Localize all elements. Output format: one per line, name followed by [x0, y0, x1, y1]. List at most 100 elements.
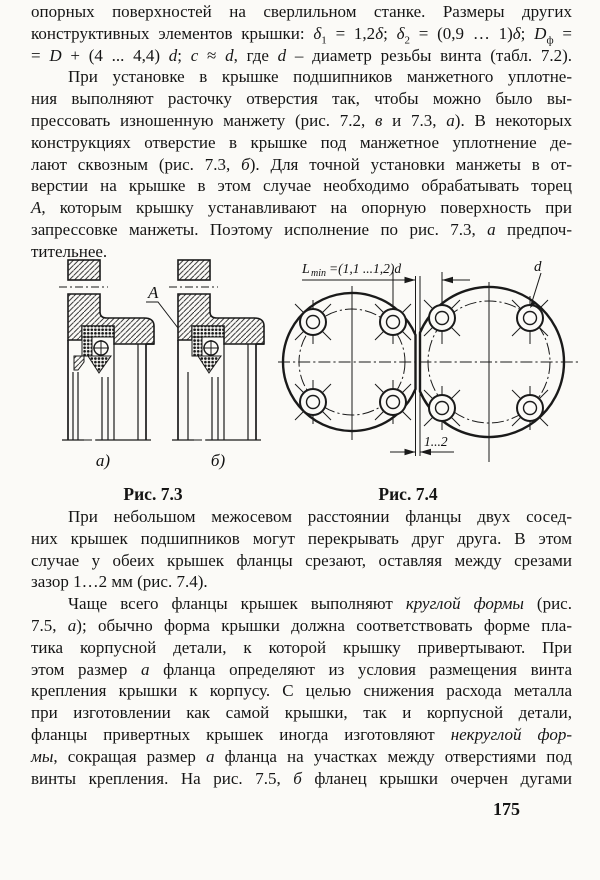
text-run: = (0,9 … 1)	[410, 23, 513, 43]
text-run: =	[553, 23, 572, 43]
text-run: а	[140, 659, 150, 679]
text-run: – диаметр резьбы винта (табл. 7.2).	[286, 45, 572, 65]
text-run: винты крепления. На рис. 7.5,	[31, 768, 294, 788]
text-run: =	[31, 45, 50, 65]
text-line: случае у обеих крышек фланцы срезают, ос…	[31, 550, 572, 572]
text-line: При небольшом межосевом расстоянии фланц…	[31, 506, 572, 528]
face-a-callout: A	[146, 283, 179, 329]
text-line: винты крепления. На рис. 7.5, б фланец к…	[31, 768, 572, 790]
text-run: этом размер	[31, 659, 141, 679]
text-run: Чаще всего фланцы крышек выполняют	[68, 594, 406, 614]
text-line: крепления крышки к корпусу. С целью сниж…	[31, 680, 572, 702]
text-run: D	[534, 23, 547, 43]
figure-7-4-caption: Рис. 7.4	[378, 484, 438, 504]
text-line: конструкциях отверстие в крышке под манж…	[31, 132, 572, 154]
text-run: 2	[404, 34, 411, 47]
text-line: конструктивных элементов крышки: δ1 = 1,…	[31, 23, 572, 47]
text-run: ). Для точной установки манжеты в от-	[249, 154, 572, 174]
page-number: 175	[493, 799, 520, 819]
text-run: d	[225, 45, 234, 65]
text-line: верстии на крышке в этом случае необходи…	[31, 175, 572, 197]
text-line: лают сквозным (рис. 7.3, б). Для точной …	[31, 154, 572, 176]
text-run: ния выполняют расточку отверстия так, чт…	[31, 89, 572, 109]
text-line: этом размер а фланца определяют из услов…	[31, 659, 572, 681]
text-run: б	[293, 768, 302, 788]
text-run: зазор 1…2 мм (рис. 7.4).	[31, 572, 208, 592]
text-run: них крышек подшипников могут перекрывать…	[31, 528, 572, 548]
text-line: тительнее.	[31, 241, 572, 263]
text-run: а	[487, 219, 496, 239]
lmin-sub-label: min	[311, 268, 326, 279]
text-run: фланца определяют из условия размещения …	[149, 659, 572, 679]
left-flange	[281, 272, 417, 440]
subfigure-b-label: б)	[211, 451, 226, 470]
text-run: крепления крышки к корпусу. С целью сниж…	[31, 681, 572, 701]
text-line: зазор 1…2 мм (рис. 7.4).	[31, 571, 572, 593]
text-run: δ	[375, 23, 384, 43]
text-run: ;	[383, 23, 397, 43]
text-run: а	[206, 746, 215, 766]
text-run: ≈	[198, 45, 226, 65]
text-line: фланцы привертных крышек иногда изготовл…	[31, 724, 572, 746]
text-run: ф	[546, 34, 554, 47]
text-run: При небольшом межосевом расстоянии фланц…	[68, 507, 572, 526]
cap-section-a	[58, 259, 155, 441]
face-a-label: A	[147, 283, 159, 302]
text-run: запрессовке манжеты. Поэтому исполнение …	[31, 219, 488, 239]
text-line: мы, сокращая размер а фланца на участках…	[31, 746, 572, 768]
text-run: круглой формы	[405, 594, 524, 614]
text-run: некруглой фор-	[450, 724, 572, 744]
text-run: а	[67, 615, 77, 635]
text-run: 1	[321, 34, 327, 47]
text-run: предпоч-	[495, 219, 572, 239]
text-run: конструкциях отверстие в крышке под манж…	[31, 132, 572, 152]
text-run: d	[277, 45, 287, 65]
dimension-gap: 1...2	[390, 434, 454, 456]
text-run: случае у обеих крышек фланцы срезают, ос…	[31, 550, 572, 570]
text-line: При установке в крышке подшипников манже…	[31, 66, 572, 88]
text-run: при изготовлении как самой крышки, так и…	[31, 703, 572, 723]
d-label: d	[534, 259, 542, 275]
text-line: 7.5, а); обычно форма крышки должна соот…	[31, 615, 572, 637]
text-line: Чаще всего фланцы крышек выполняют кругл…	[31, 593, 572, 615]
figure-7-3-caption: Рис. 7.3	[123, 484, 183, 504]
text-run: ); обычно форма крышки должна соответств…	[76, 615, 572, 635]
text-run: мы	[31, 746, 54, 766]
text-run: d	[168, 45, 178, 65]
text-run: При установке в крышке подшипников манже…	[68, 67, 572, 87]
figure-7-3-drawing: A а) б)	[58, 259, 265, 470]
dimension-d: d	[530, 259, 542, 308]
text-run: в	[375, 110, 383, 130]
bolt-holes	[294, 299, 549, 427]
lmin-formula-label: =(1,1 ...1,2)d	[329, 261, 401, 276]
cap-section-b	[168, 259, 265, 441]
text-run: δ	[313, 23, 322, 43]
text-line: = D + (4 ... 4,4) d; c ≈ d, где d – диам…	[31, 45, 572, 67]
figure-7-4-drawing: L min =(1,1 ...1,2)d d 1...2	[278, 259, 578, 462]
text-run: ;	[177, 45, 191, 65]
text-run: тика корпусной детали, к которой крышку …	[31, 637, 572, 657]
lmin-label: L	[301, 262, 310, 277]
dimension-lmin: L min =(1,1 ...1,2)d	[301, 261, 470, 284]
text-run: б	[241, 154, 250, 174]
text-run: = 1,2	[326, 23, 376, 43]
text-run: D	[49, 45, 62, 65]
text-run: 7.5,	[31, 615, 68, 635]
text-line: ния выполняют расточку отверстия так, чт…	[31, 88, 572, 110]
text-run: , сокращая размер	[53, 746, 206, 766]
text-run: ;	[520, 23, 535, 43]
text-run: лают сквозным (рис. 7.3,	[31, 154, 242, 174]
gap-label: 1...2	[424, 434, 448, 449]
text-run: c	[190, 45, 199, 65]
text-run: ). В некоторых	[454, 110, 572, 130]
text-run: прессовать изношенную манжету (рис. 7.2,	[31, 110, 376, 130]
text-run: , которым крышку устанавливают на опорну…	[41, 198, 572, 218]
text-run: , где	[233, 45, 278, 65]
text-line: прессовать изношенную манжету (рис. 7.2,…	[31, 110, 572, 132]
text-run: фланцы привертных крышек иногда изготовл…	[31, 724, 451, 744]
text-run: δ	[512, 23, 521, 43]
text-line: опорных поверхностей на сверлильном стан…	[31, 1, 572, 23]
text-run: А	[31, 198, 42, 218]
text-run: фланец крышки очерчен дугами	[301, 768, 573, 788]
